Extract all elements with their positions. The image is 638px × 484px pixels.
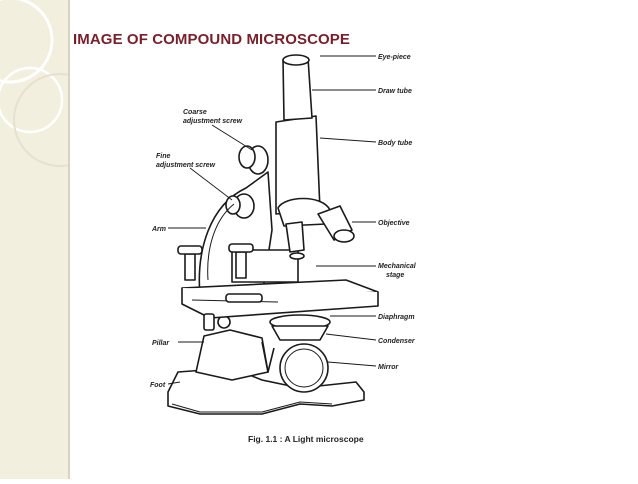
- figure-caption: Fig. 1.1 : A Light microscope: [248, 434, 364, 444]
- microscope-pillar: [195, 329, 269, 381]
- label-pillar: Pillar: [152, 340, 170, 347]
- band-divider: [68, 0, 70, 479]
- microscope-foot: [167, 367, 365, 415]
- label-objective: Objective: [378, 220, 410, 227]
- label-arm: Arm: [151, 226, 166, 233]
- label-eye-piece: Eye-piece: [378, 54, 411, 61]
- label-diaphragm: Diaphragm: [378, 314, 415, 321]
- eyepiece-lens: [282, 54, 310, 66]
- draw-tube: [282, 57, 313, 121]
- label-body-tube: Body tube: [378, 140, 412, 147]
- label-fine-line1: Fine: [156, 153, 170, 160]
- label-coarse-line2: adjustment screw: [183, 118, 243, 125]
- label-mechanical-line2: stage: [386, 272, 404, 279]
- label-condenser: Condenser: [378, 338, 416, 345]
- slide-title: IMAGE OF COMPOUND MICROSCOPE: [73, 31, 350, 48]
- label-foot: Foot: [150, 382, 166, 389]
- label-fine-line2: adjustment screw: [156, 162, 216, 169]
- condenser: [271, 325, 329, 341]
- label-mechanical-line1: Mechanical: [378, 263, 417, 270]
- label-coarse-line1: Coarse: [183, 109, 207, 116]
- label-mirror: Mirror: [378, 364, 400, 371]
- label-draw-tube: Draw tube: [378, 88, 412, 95]
